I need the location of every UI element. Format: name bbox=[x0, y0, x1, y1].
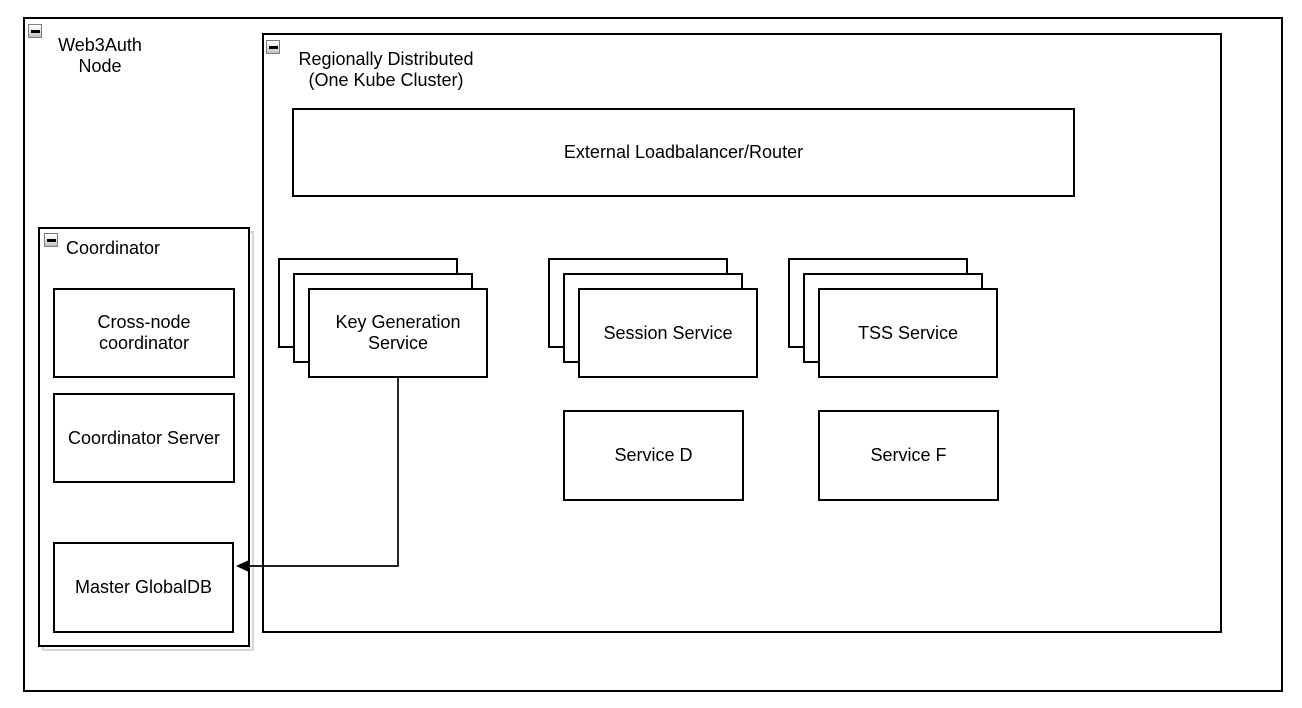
label-line: (One Kube Cluster) bbox=[308, 70, 464, 90]
service-f-box[interactable]: Service F bbox=[818, 410, 999, 501]
box-label: Master GlobalDB bbox=[74, 577, 213, 597]
box-label: Service bbox=[367, 333, 429, 353]
box-label: Session Service bbox=[603, 322, 733, 343]
master-globaldb-box[interactable]: Master GlobalDB bbox=[53, 542, 234, 633]
box-label: Key Generation bbox=[335, 312, 461, 332]
tss-service-box[interactable]: TSS Service bbox=[818, 288, 998, 378]
label-line: Node bbox=[78, 56, 122, 76]
collapse-icon[interactable] bbox=[266, 40, 280, 54]
collapse-icon[interactable] bbox=[28, 24, 42, 38]
box-label: TSS Service bbox=[857, 322, 959, 343]
key-generation-service-box[interactable]: Key Generation Service bbox=[308, 288, 488, 378]
regionally-distributed-label: Regionally Distributed (One Kube Cluster… bbox=[286, 49, 486, 91]
session-service-box[interactable]: Session Service bbox=[578, 288, 758, 378]
coordinator-server-box[interactable]: Coordinator Server bbox=[53, 393, 235, 483]
box-label: Service D bbox=[614, 445, 693, 465]
box-label: Cross-node bbox=[97, 312, 191, 332]
service-d-box[interactable]: Service D bbox=[563, 410, 744, 501]
box-label: Coordinator Server bbox=[67, 427, 221, 448]
cross-node-coordinator-box[interactable]: Cross-node coordinator bbox=[53, 288, 235, 378]
box-label: Service F bbox=[870, 445, 947, 465]
web3auth-node-label: Web3Auth Node bbox=[40, 35, 160, 77]
collapse-icon[interactable] bbox=[44, 233, 58, 247]
label-line: Web3Auth bbox=[58, 35, 142, 55]
box-label: coordinator bbox=[98, 333, 190, 353]
label-line: Regionally Distributed bbox=[298, 49, 474, 69]
external-loadbalancer-box[interactable]: External Loadbalancer/Router bbox=[292, 108, 1075, 197]
box-label: External Loadbalancer/Router bbox=[563, 142, 804, 162]
coordinator-label: Coordinator bbox=[66, 238, 161, 258]
